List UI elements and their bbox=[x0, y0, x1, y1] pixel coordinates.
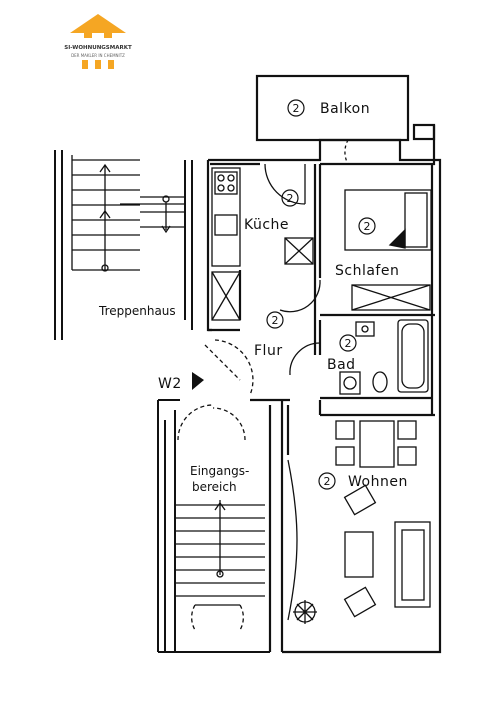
flur-label: 2 Flur bbox=[254, 311, 284, 359]
eingang-text-line2: bereich bbox=[192, 480, 237, 494]
logo-line2: DER MAKLER IN CHEMNITZ bbox=[71, 53, 125, 58]
flur-number: 2 bbox=[272, 314, 279, 327]
coffee-table-icon bbox=[344, 531, 374, 578]
armchair-icon bbox=[343, 484, 377, 516]
bed-icon bbox=[344, 189, 432, 251]
wohnen-label: 2 Wohnen bbox=[318, 472, 408, 490]
flur-text: Flur bbox=[254, 343, 283, 359]
logo-line1: SI-WOHNUNGSMARKT bbox=[64, 45, 132, 51]
balkon-text: Balkon bbox=[320, 101, 370, 117]
bad-number: 2 bbox=[345, 337, 352, 350]
schlafen-label: 2 Schlafen bbox=[335, 217, 399, 279]
flur-door bbox=[204, 339, 254, 396]
wardrobe-icon bbox=[351, 284, 431, 311]
eingang-stairs bbox=[157, 399, 270, 653]
bathroom-fixtures bbox=[289, 319, 429, 395]
treppenhaus-text: Treppenhaus bbox=[98, 304, 176, 318]
logo-roof-icon bbox=[70, 14, 126, 33]
kueche-number: 2 bbox=[287, 192, 294, 205]
eingang-text-line1: Eingangs- bbox=[190, 464, 249, 478]
dining-table-icon bbox=[359, 420, 395, 468]
balkon-label: 2 Balkon bbox=[287, 99, 370, 117]
living-fixtures bbox=[287, 420, 431, 624]
entrance-arrow-icon bbox=[192, 372, 204, 390]
bad-text: Bad bbox=[327, 357, 356, 373]
treppenhaus-stairs bbox=[54, 150, 193, 340]
schlafen-number: 2 bbox=[364, 220, 371, 233]
wohnen-number: 2 bbox=[324, 475, 331, 488]
balkon-number: 2 bbox=[293, 102, 300, 115]
toilet-icon bbox=[372, 371, 388, 393]
bathtub-icon bbox=[397, 319, 429, 393]
kueche-label: 2 Küche bbox=[244, 189, 299, 233]
stove-icon bbox=[214, 171, 238, 195]
schlafen-text: Schlafen bbox=[335, 263, 399, 279]
walls bbox=[206, 74, 442, 654]
company-logo: SI-WOHNUNGSMARKT DER MAKLER IN CHEMNITZ bbox=[64, 14, 132, 69]
entrance-marker-text: W2 bbox=[158, 376, 182, 392]
bedroom-fixtures bbox=[279, 189, 432, 313]
sofa-icon bbox=[394, 521, 431, 608]
kitchen-fixtures bbox=[211, 139, 349, 321]
armchair-icon bbox=[343, 586, 377, 618]
wohnen-text: Wohnen bbox=[348, 474, 408, 490]
bad-label: 2 Bad bbox=[327, 334, 357, 373]
kueche-text: Küche bbox=[244, 217, 289, 233]
sink-icon bbox=[214, 214, 238, 236]
washbasin-icon bbox=[355, 321, 375, 337]
